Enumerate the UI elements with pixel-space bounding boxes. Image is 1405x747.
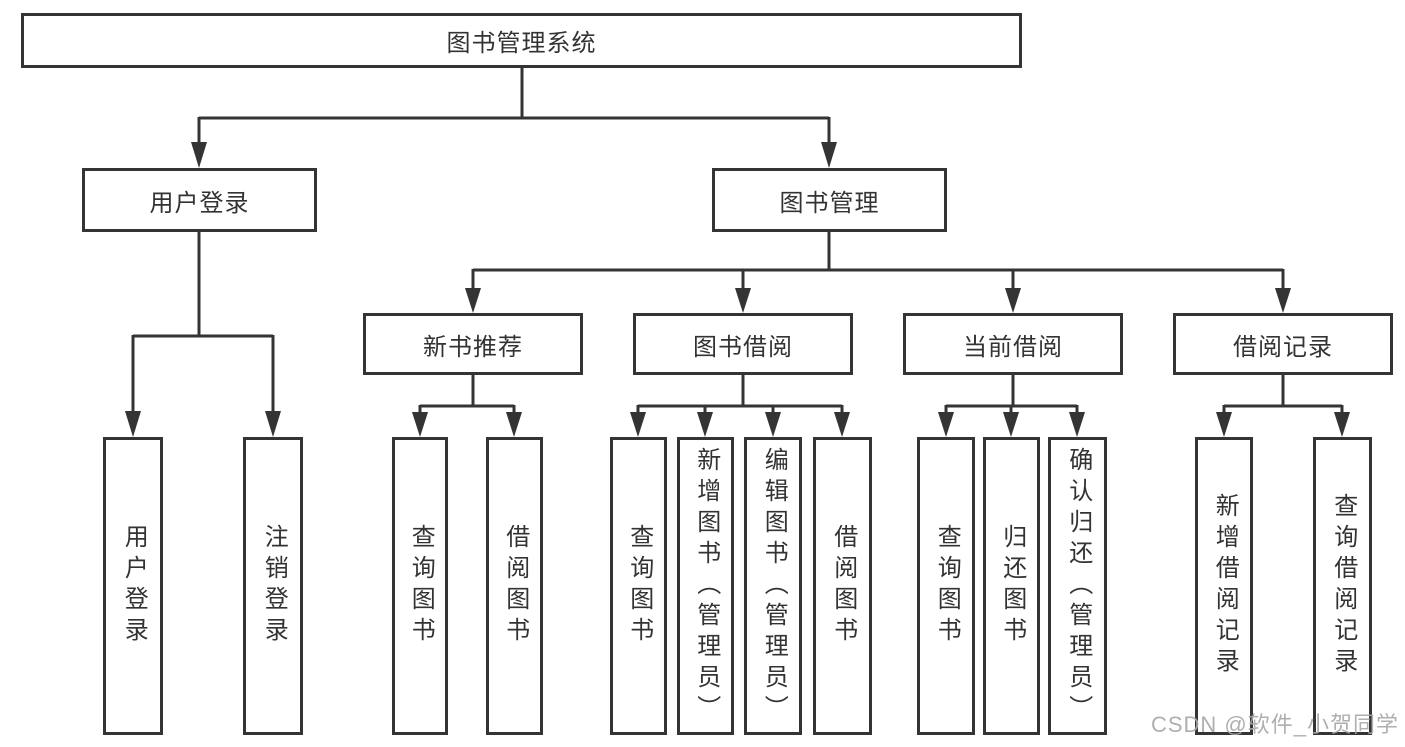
leaf-add-borrow-record: 新增借阅记录 [1195, 437, 1253, 735]
node-label: 借阅记录 [1233, 333, 1333, 361]
node-label: 编辑图书（管理员） [760, 446, 788, 726]
node-label: 确认归还（管理员） [1064, 446, 1092, 726]
node-label: 查询借阅记录 [1329, 493, 1357, 679]
leaf-edit-books-admin: 编辑图书（管理员） [744, 437, 802, 735]
node-label: 查询图书 [933, 524, 961, 648]
node-borrow-record: 借阅记录 [1173, 313, 1393, 375]
node-label: 用户登录 [149, 189, 250, 217]
node-label: 查询图书 [407, 524, 435, 648]
node-label: 新书推荐 [423, 333, 523, 361]
node-label: 归还图书 [998, 524, 1026, 648]
node-label: 注销登录 [260, 524, 288, 648]
node-label: 图书借阅 [693, 333, 793, 361]
leaf-query-books-recommend: 查询图书 [392, 437, 448, 735]
leaf-query-books-current: 查询图书 [917, 437, 975, 735]
node-label: 用户登录 [120, 524, 148, 648]
node-label: 新增借阅记录 [1211, 493, 1239, 679]
leaf-confirm-return-admin: 确认归还（管理员） [1048, 437, 1107, 735]
leaf-borrow-books-recommend: 借阅图书 [486, 437, 543, 735]
leaf-borrow-books: 借阅图书 [813, 437, 872, 735]
node-root-system: 图书管理系统 [21, 13, 1022, 68]
leaf-query-books-borrow: 查询图书 [610, 437, 667, 735]
leaf-return-books: 归还图书 [983, 437, 1040, 735]
leaf-logout: 注销登录 [243, 437, 303, 735]
node-book-management-branch: 图书管理 [712, 168, 947, 232]
node-label: 图书管理 [779, 189, 880, 217]
node-current-borrow: 当前借阅 [903, 313, 1123, 375]
csdn-watermark: CSDN @软件_小贺同学 [1150, 712, 1399, 737]
leaf-user-login: 用户登录 [103, 437, 163, 735]
node-new-book-recommend: 新书推荐 [363, 313, 583, 375]
node-book-borrow: 图书借阅 [633, 313, 853, 375]
node-label: 借阅图书 [501, 524, 529, 648]
node-label: 新增图书（管理员） [692, 446, 720, 726]
node-label: 查询图书 [625, 524, 653, 648]
node-label: 图书管理系统 [446, 30, 597, 57]
node-label: 借阅图书 [829, 524, 857, 648]
leaf-query-borrow-record: 查询借阅记录 [1313, 437, 1372, 735]
node-label: 当前借阅 [963, 333, 1063, 361]
arrowhead-icons [125, 142, 1350, 437]
node-user-login-branch: 用户登录 [82, 168, 317, 232]
leaf-add-books-admin: 新增图书（管理员） [677, 437, 734, 735]
